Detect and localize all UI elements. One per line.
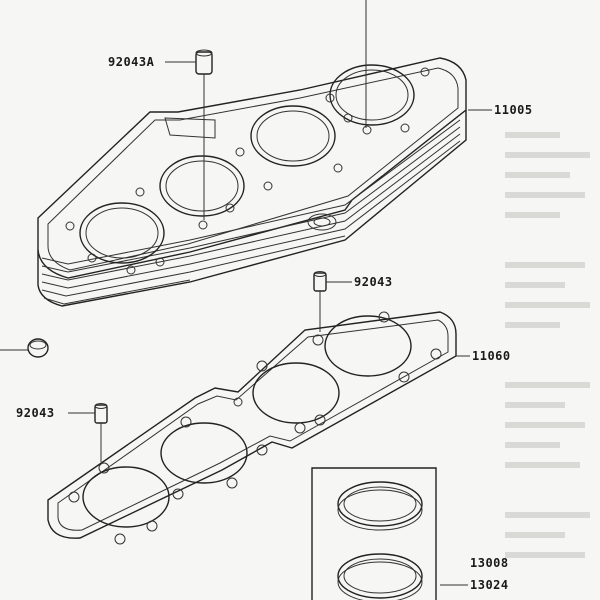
- label-13008: 13008: [470, 556, 509, 570]
- label-11005: 11005: [494, 103, 533, 117]
- piston-ring-lower: [337, 553, 423, 600]
- label-13024: 13024: [470, 578, 509, 592]
- piston-ring-upper: [337, 481, 423, 531]
- label-92043a: 92043A: [108, 55, 155, 69]
- gasket-holes: [68, 311, 442, 545]
- label-92043-left: 92043: [16, 406, 55, 420]
- leader-lines: [68, 0, 492, 586]
- dowel-pin-left: [94, 403, 108, 462]
- background-bleed: [505, 132, 590, 558]
- dowel-pin-mid: [313, 271, 327, 332]
- ring-set-box: [311, 467, 437, 600]
- label-11060: 11060: [472, 349, 511, 363]
- cylinder-block: [37, 57, 467, 307]
- stud-holes: [65, 67, 430, 275]
- label-92043-mid: 92043: [354, 275, 393, 289]
- head-gasket: [47, 311, 457, 545]
- dowel-pin-top: [195, 49, 213, 220]
- loose-dowel: [0, 338, 49, 358]
